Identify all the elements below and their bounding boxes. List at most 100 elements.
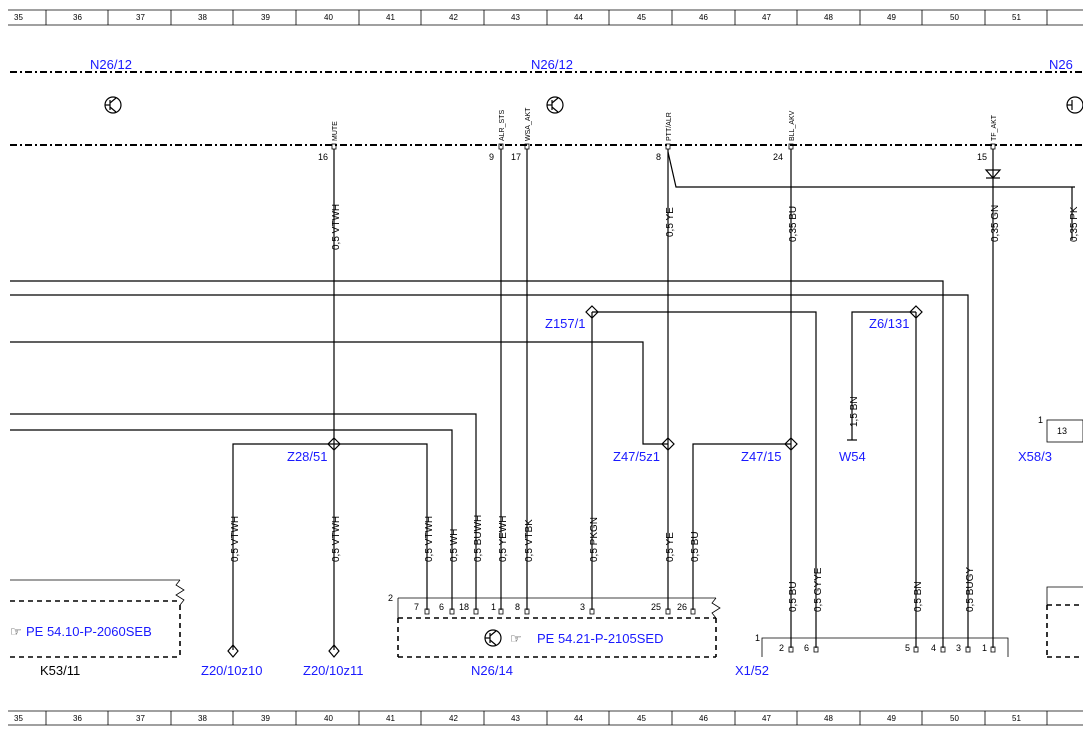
wire-label: 0,5 VTWH (424, 516, 435, 562)
z20-10z10-label: Z20/10z10 (201, 663, 262, 678)
z6-131-label: Z6/131 (869, 316, 909, 331)
ruler-label: 41 (386, 13, 395, 22)
wire-label: 0,5 VTBK (524, 519, 535, 562)
transistor-icon (104, 96, 122, 114)
pin-number: 6 (439, 602, 444, 612)
wire-label: 0,5 YEWH (498, 516, 509, 563)
k53-11-module: ☞ PE 54.10-P-2060SEB (10, 579, 185, 658)
signal-tf-akt: TF_AKT (991, 114, 998, 141)
pin-number: 6 (804, 643, 809, 653)
pin-number: 1 (491, 602, 496, 612)
ruler-label: 42 (449, 714, 458, 723)
wire-label: 0,5 PKGN (589, 517, 600, 562)
wire-label: 0,35 GN (990, 205, 1001, 242)
ruler-label: 49 (887, 714, 896, 723)
x1-52-connector: 1 2 6 5 4 3 1 (755, 633, 1009, 657)
ruler-label: 44 (574, 714, 583, 723)
ruler-label: 51 (1012, 714, 1021, 723)
x58-3-label: X58/3 (1018, 449, 1052, 464)
top-pins: 16 9 17 8 24 15 (318, 143, 996, 162)
top-ruler: 35 36 37 38 39 40 41 42 43 44 45 46 47 4… (8, 9, 1083, 26)
splices (227, 305, 923, 658)
ruler-label: 47 (762, 13, 771, 22)
pin-number: 25 (651, 602, 661, 612)
wire-label: 0,5 YE (665, 532, 676, 562)
transistor-icon (1066, 96, 1083, 114)
n26-12-module: N26/12 N26/12 N26 (10, 57, 1083, 146)
z20-10z11-label: Z20/10z11 (303, 663, 363, 678)
ruler-label: 35 (14, 714, 23, 723)
splice-icon (227, 644, 239, 658)
transistor-icon (546, 96, 564, 114)
pin-number: 15 (977, 152, 987, 162)
ruler-label: 40 (324, 13, 333, 22)
pe-reference-link[interactable]: PE 54.21-P-2105SED (537, 631, 663, 646)
wires (10, 149, 1075, 650)
n26-14-label: N26/14 (471, 663, 513, 678)
z157-1-label: Z157/1 (545, 316, 585, 331)
hand-pointer-icon: ☞ (10, 624, 22, 639)
ruler-label: 37 (136, 714, 145, 723)
x58-3-connector: 1 13 (1038, 415, 1083, 658)
ruler-label: 46 (699, 13, 708, 22)
ruler-label: 49 (887, 13, 896, 22)
wire-label: 0,5 BUGY (965, 567, 976, 612)
ruler-label: 45 (637, 714, 646, 723)
wire-label: 0,5 BN (913, 581, 924, 612)
wire-label: 0,5 VTWH (230, 516, 241, 562)
ruler-label: 47 (762, 714, 771, 723)
transistor-icon (484, 629, 502, 647)
ruler-label: 41 (386, 714, 395, 723)
pin-number: 5 (905, 643, 910, 653)
splice-icon (328, 644, 340, 658)
connector-number: 1 (755, 633, 760, 643)
ruler-label: 42 (449, 13, 458, 22)
pin-number: 8 (515, 602, 520, 612)
n26-12-label: N26/12 (90, 57, 132, 72)
ruler-label: 45 (637, 13, 646, 22)
wire-label: 0,35 BU (788, 206, 799, 242)
w54-label: W54 (839, 449, 866, 464)
n26-12-label: N26/12 (531, 57, 573, 72)
k53-11-label: K53/11 (40, 663, 80, 678)
signal-bll-akv: BLL_AKV (789, 110, 796, 141)
wire-label: 0,5 GYYE (813, 567, 824, 612)
signal-wsa-akt: WSA_AKT (525, 107, 532, 141)
splice-icon (327, 437, 341, 451)
ruler-label: 43 (511, 714, 520, 723)
ruler-label: 48 (824, 714, 833, 723)
pin-number: 2 (779, 643, 784, 653)
splice-icon (909, 305, 923, 319)
pin-number: 3 (956, 643, 961, 653)
bottom-ruler: 35 36 37 38 39 40 41 42 43 44 45 46 47 4… (8, 710, 1083, 726)
hand-pointer-icon: ☞ (510, 631, 522, 646)
ruler-label: 39 (261, 13, 270, 22)
ruler-label: 51 (1012, 13, 1021, 22)
z47-5z1-label: Z47/5z1 (613, 449, 660, 464)
ruler-label: 48 (824, 13, 833, 22)
ruler-label: 43 (511, 13, 520, 22)
wire-labels: 0,5 VTWH 0,5 YE 0,35 BU 0,35 GN 0,35 PK … (230, 204, 1080, 612)
connector-number: 1 (1038, 415, 1043, 425)
ruler-label: 35 (14, 13, 23, 22)
ruler-label: 44 (574, 13, 583, 22)
pin-number: 8 (656, 152, 661, 162)
pin-number: 13 (1057, 426, 1067, 436)
pe-reference-link[interactable]: PE 54.10-P-2060SEB (26, 624, 152, 639)
ruler-label: 38 (198, 13, 207, 22)
wire-label: 0,5 VTWH (331, 204, 342, 250)
pin-number: 16 (318, 152, 328, 162)
ruler-label: 40 (324, 714, 333, 723)
pin-number: 24 (773, 152, 783, 162)
signal-alr-sts: ALR_STS (499, 110, 506, 141)
n26-label: N26 (1049, 57, 1073, 72)
ruler-label: 46 (699, 714, 708, 723)
wire-label: 0,35 PK (1069, 206, 1080, 242)
splice-icon (661, 437, 675, 451)
pin-number: 1 (982, 643, 987, 653)
pin-number: 26 (677, 602, 687, 612)
ruler-label: 37 (136, 13, 145, 22)
wire-label: 0,5 YE (665, 207, 676, 237)
pin-number: 9 (489, 152, 494, 162)
ruler-label: 50 (950, 13, 959, 22)
